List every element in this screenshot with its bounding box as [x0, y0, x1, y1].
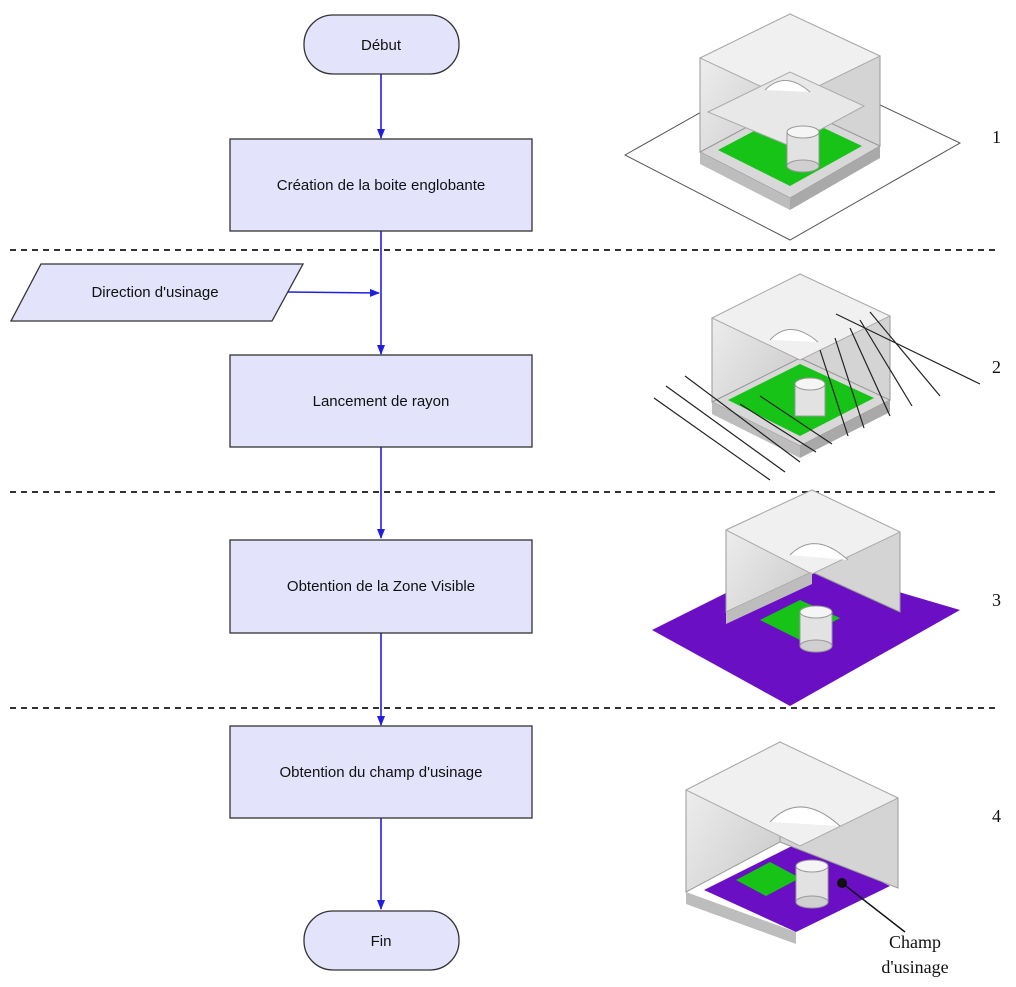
step-machining-field-label: Obtention du champ d'usinage [279, 764, 482, 781]
input-machining-direction [9, 263, 305, 322]
illustration-1-bounding-box [623, 13, 962, 241]
step-bounding-box [229, 138, 533, 232]
illustration-3-visible-zone [652, 489, 960, 706]
callout-label-line2: d'usinage [881, 957, 948, 977]
connectors [287, 74, 385, 910]
step-ray-casting [229, 354, 533, 448]
input-machining-direction-label: Direction d'usinage [91, 284, 218, 301]
arrow-input [287, 288, 380, 297]
start-label: Début [361, 37, 402, 54]
callout-label-line1: Champ [889, 932, 941, 952]
illustration-2-ray-casting [653, 273, 981, 481]
step-number-4: 4 [992, 806, 1001, 826]
step-visible-zone [229, 539, 533, 634]
step-machining-field [229, 725, 533, 819]
step-number-2: 2 [992, 357, 1001, 377]
step-bounding-box-label: Création de la boite englobante [277, 177, 486, 194]
step-visible-zone-label: Obtention de la Zone Visible [287, 578, 475, 595]
step-number-3: 3 [992, 590, 1001, 610]
step-ray-casting-label: Lancement de rayon [313, 393, 450, 410]
end-node [303, 910, 460, 971]
end-label: Fin [371, 933, 392, 950]
start-node [303, 14, 460, 75]
callout-leader [841, 882, 906, 933]
illustration-4-machining-field [684, 741, 906, 944]
step-number-1: 1 [992, 127, 1001, 147]
